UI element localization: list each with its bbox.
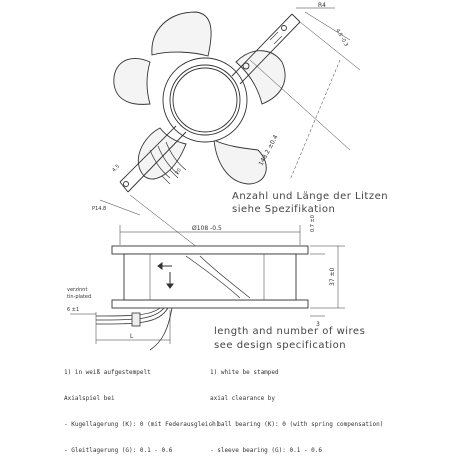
fan-blades — [113, 11, 286, 185]
strut-upper-right — [231, 13, 301, 85]
footnote-en-line: - sleeve bearing (G): 0.1 - 0.6 — [210, 446, 322, 454]
dim-centre: 20 — [175, 167, 183, 176]
top-flange — [111, 245, 309, 255]
fan-blade-bottom-left — [137, 127, 187, 180]
dim-length: L — [130, 333, 134, 340]
note-strands-de-line1: Anzahl und Länge der Litzen — [232, 191, 388, 202]
fan-blade-top — [151, 11, 212, 57]
fan-blade-left — [113, 57, 151, 105]
label-tinned-en: tin-plated — [67, 294, 91, 300]
footnote-en-line: - ball bearing (K): 0 (with spring compe… — [210, 420, 384, 428]
dim-height: 37 ±0 — [329, 267, 336, 286]
dim-corner: P14.8 — [92, 206, 106, 212]
fan-blade-bottom-right — [213, 139, 267, 185]
footnote-de-line: - Kugellagerung (K): 0 (mit Federausglei… — [64, 420, 220, 428]
bottom-flange — [111, 299, 309, 309]
note-wires-line2: see design specification — [214, 340, 346, 351]
dim-slot: 4.5 — [111, 164, 121, 174]
mounting-hole-lower — [123, 181, 129, 187]
strut-lower-left — [119, 125, 187, 193]
dim-flange: 0.7 ±0 — [310, 215, 316, 232]
label-tinned-de: verzinnt — [67, 287, 87, 293]
airflow-arrow-icon — [157, 262, 174, 289]
technical-drawing: R4 4.5 -0.3 20 148.2 ±0.4 4.5 P14.8 Anza… — [67, 2, 388, 351]
footnote-en-line: axial clearance by — [210, 394, 276, 402]
dim-tinned-length: 6 ±1 — [67, 307, 79, 313]
hub-inner-ring — [169, 64, 241, 136]
hub-center — [172, 67, 238, 133]
dim-diameter: Ø108 -0.5 — [192, 225, 222, 232]
footnote-de-line: Axialspiel bei — [64, 394, 115, 402]
footnote-english: 1) white be stamped axial clearance by -… — [210, 352, 383, 464]
dim-r4: R4 — [318, 2, 326, 9]
fan-side-view — [70, 225, 345, 351]
footnote-de-line: 1) in weiß aufgestempelt — [64, 369, 151, 377]
dim-bottom: 3 — [316, 321, 320, 328]
mounting-hole-upper-2 — [281, 25, 287, 31]
note-wires-line1: length and number of wires — [214, 326, 365, 337]
footnote-en-line: 1) white be stamped — [210, 369, 279, 377]
hub-outer-ring — [162, 57, 248, 143]
mounting-hole-upper — [242, 62, 250, 70]
wire-harness — [95, 307, 173, 351]
top-dimension-lines — [99, 7, 361, 266]
footnote-german: 1) in weiß aufgestempelt Axialspiel bei … — [64, 352, 219, 464]
housing-body — [123, 253, 297, 301]
note-strands-de-line2: siehe Spezifikation — [232, 204, 335, 215]
dim-diagonal: 148.2 ±0.4 — [258, 134, 280, 167]
footnote-de-line: - Gleitlagerung (G): 0.1 - 0.6 — [64, 446, 173, 454]
fan-top-view — [99, 7, 361, 266]
